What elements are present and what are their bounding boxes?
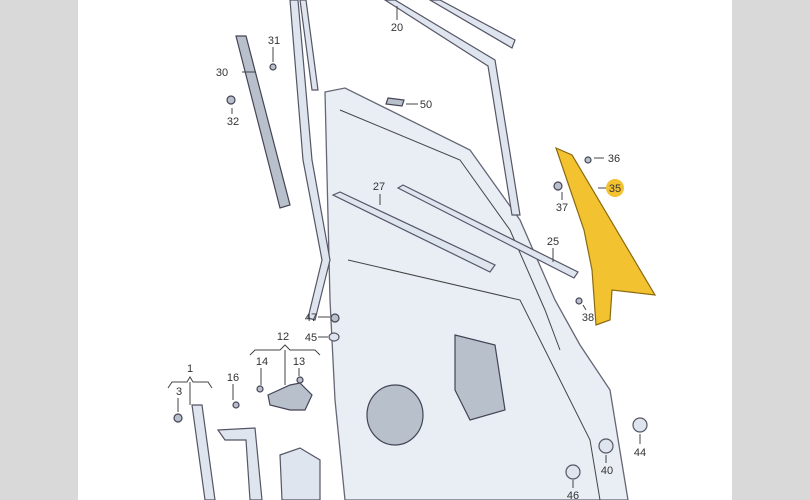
door-cutout <box>454 334 506 421</box>
label-20: 20 <box>391 22 403 34</box>
label-46: 46 <box>567 490 579 500</box>
nut-13 <box>296 376 304 384</box>
label-1: 1 <box>187 363 193 375</box>
window-seal-27 <box>331 191 496 273</box>
switch-panel <box>279 447 321 500</box>
leader-lines <box>167 6 641 488</box>
seal-45 <box>328 332 340 342</box>
speaker-opening <box>366 384 424 446</box>
door-inner-edge <box>347 259 601 500</box>
label-12: 12 <box>277 331 289 343</box>
window-regulator-1 <box>191 404 263 500</box>
trim-strip-30 <box>235 35 291 209</box>
window-motor-12 <box>267 382 313 411</box>
bolt-16 <box>232 401 240 409</box>
door-window-frame <box>339 109 561 351</box>
plug-44 <box>632 417 648 433</box>
window-guide-rail <box>289 0 331 321</box>
window-guide-rail-2 <box>299 0 319 91</box>
clip-50 <box>385 97 405 107</box>
window-seal-25 <box>396 184 579 279</box>
plug-40 <box>598 438 614 454</box>
nut-3 <box>173 413 183 423</box>
label-35[interactable]: 35 <box>609 183 621 195</box>
label-47: 47 <box>305 312 317 324</box>
window-channel-20 <box>383 0 521 216</box>
label-30: 30 <box>216 67 228 79</box>
trim-panel-35-highlighted[interactable] <box>554 146 657 326</box>
label-37: 37 <box>556 202 568 214</box>
label-38: 38 <box>582 312 594 324</box>
label-3: 3 <box>176 386 182 398</box>
label-44: 44 <box>634 447 646 459</box>
clip-37 <box>553 181 563 191</box>
label-36: 36 <box>608 153 620 165</box>
label-27: 27 <box>373 181 385 193</box>
screw-38 <box>575 297 583 305</box>
clip-32 <box>226 95 236 105</box>
label-35-highlight <box>606 179 624 197</box>
nut-47 <box>330 313 340 323</box>
label-45: 45 <box>305 332 317 344</box>
door-shell <box>324 87 629 500</box>
bolt-14 <box>256 385 264 393</box>
plug-46 <box>565 464 581 480</box>
label-40: 40 <box>601 465 613 477</box>
window-run-20 <box>428 0 516 49</box>
label-14: 14 <box>256 356 268 368</box>
label-32: 32 <box>227 116 239 128</box>
label-31: 31 <box>268 35 280 47</box>
label-13: 13 <box>293 356 305 368</box>
label-16: 16 <box>227 372 239 384</box>
screw-36 <box>584 156 592 164</box>
label-25: 25 <box>547 236 559 248</box>
label-50: 50 <box>420 99 432 111</box>
screw-31 <box>269 63 277 71</box>
